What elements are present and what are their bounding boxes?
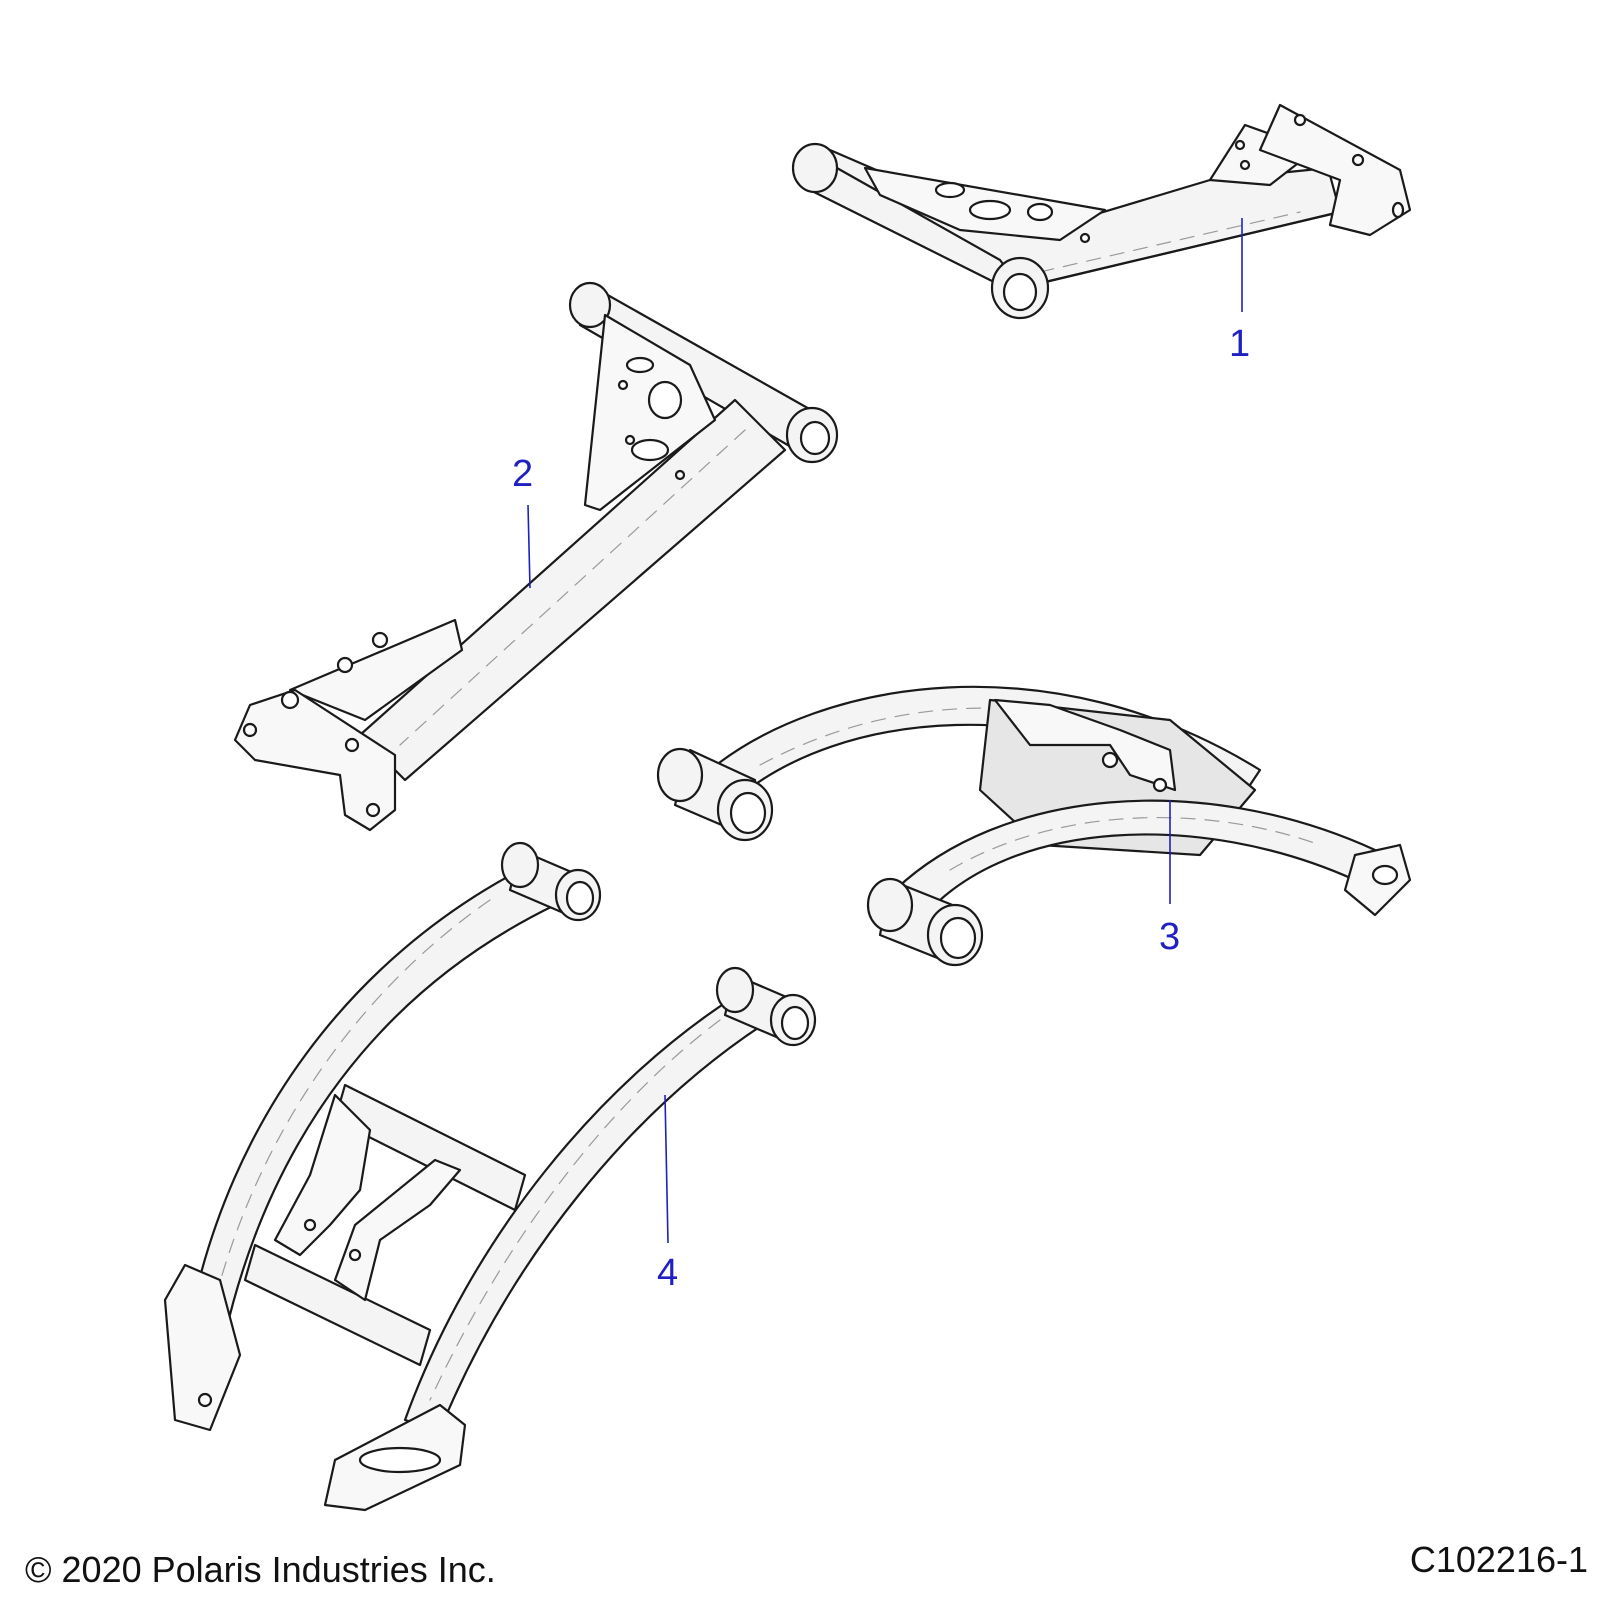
part-4-curved-lower-arm: [163, 841, 817, 1512]
callout-4: 4: [657, 1252, 679, 1294]
figure-id: C102216-1: [1409, 1539, 1588, 1580]
part-2-lower-a-arm: [233, 281, 839, 832]
callout-3: 3: [1159, 916, 1181, 958]
callout-2: 2: [512, 453, 534, 495]
part-1-upper-a-arm: [791, 103, 1412, 320]
leader-line-2: [527, 504, 531, 589]
copyright-notice: © 2020 Polaris Industries Inc.: [25, 1549, 496, 1590]
leader-line-4: [664, 1094, 669, 1244]
part-3-curved-arm: [656, 685, 1412, 967]
callout-1: 1: [1229, 323, 1251, 365]
